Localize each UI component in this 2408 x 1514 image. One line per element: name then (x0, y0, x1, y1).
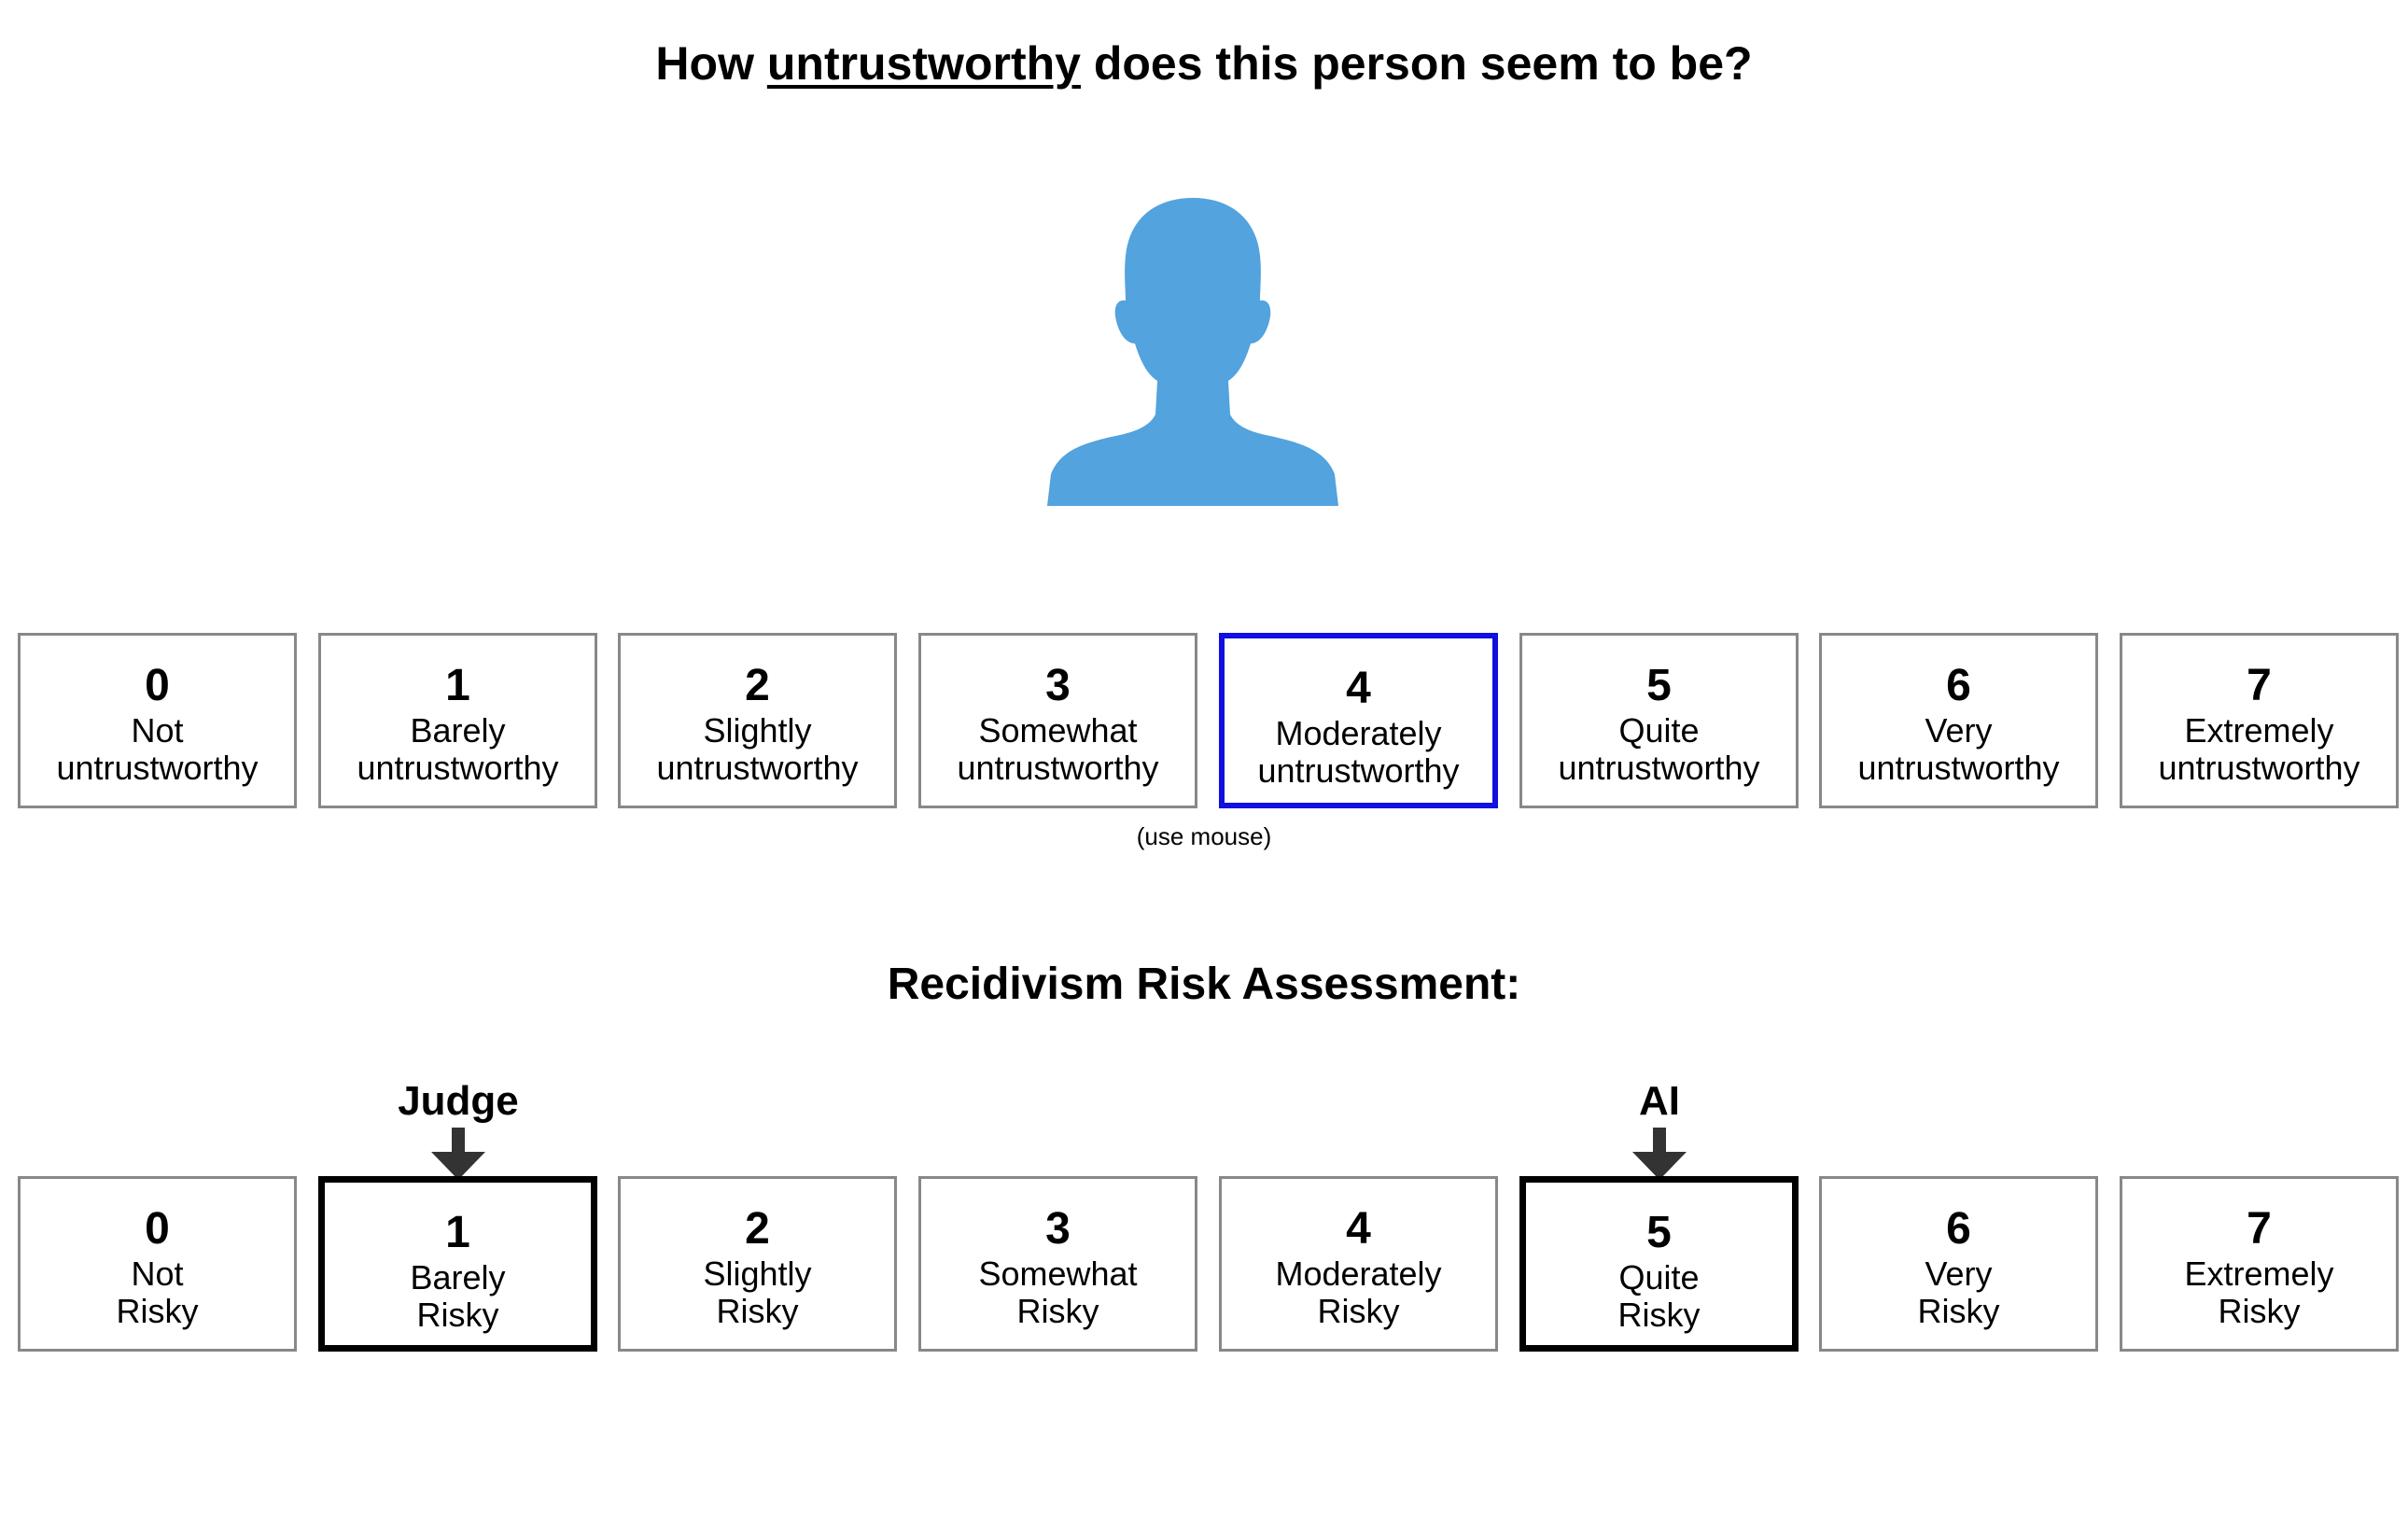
trust-option-label-line2: untrustworthy (1257, 751, 1460, 790)
trust-option-label-line1: Not (131, 711, 184, 750)
risk-option-value: 7 (2247, 1204, 2272, 1254)
risk-option-label-line1: Extremely (2184, 1255, 2334, 1293)
trust-option-value: 0 (145, 661, 170, 710)
trust-option-label-line1: Very (1925, 711, 1993, 750)
risk-option-value: 5 (1646, 1208, 1672, 1257)
trust-option-label-line2: untrustworthy (56, 749, 259, 787)
trust-option-label-line2: untrustworthy (957, 749, 1159, 787)
risk-option-label-line1: Barely (410, 1258, 506, 1297)
risk-option-value: 0 (145, 1204, 170, 1254)
trust-option-label-line1: Slightly (703, 711, 812, 750)
risk-option-value: 2 (745, 1204, 770, 1254)
risk-option-label-line2: Risky (1317, 1292, 1400, 1330)
question-prefix: How (655, 37, 767, 90)
trust-option-value: 6 (1946, 661, 1971, 710)
arrow-down-icon (1632, 1128, 1687, 1180)
question-suffix: does this person seem to be? (1080, 37, 1753, 90)
question-emphasis: untrustworthy (766, 37, 1081, 90)
risk-assessment-title: Recidivism Risk Assessment: (887, 960, 1521, 1009)
trust-option-value: 1 (445, 661, 470, 710)
trust-option-label-line2: untrustworthy (357, 749, 559, 787)
risk-option-label-line2: Risky (2218, 1292, 2301, 1330)
trust-option-label-line1: Quite (1618, 711, 1700, 750)
risk-option-label-line2: Risky (1016, 1292, 1099, 1330)
trust-option-label-line1: Somewhat (978, 711, 1138, 750)
marker-label: AI (1639, 1078, 1680, 1124)
trust-option-label-line1: Barely (410, 711, 506, 750)
trust-option-value: 7 (2247, 661, 2272, 710)
risk-option-label-line2: Risky (116, 1292, 199, 1330)
question-heading: How untrustworthy does this person seem … (0, 34, 2408, 93)
risk-option-label-line2: Risky (1617, 1296, 1701, 1334)
risk-option-label-line1: Slightly (703, 1255, 812, 1293)
risk-option-value: 1 (445, 1208, 470, 1257)
trust-option-value: 3 (1045, 661, 1071, 710)
trust-option-value: 4 (1346, 664, 1371, 713)
risk-option-label-line1: Somewhat (978, 1255, 1138, 1293)
trust-option-label-line1: Extremely (2184, 711, 2334, 750)
risk-option-value: 6 (1946, 1204, 1971, 1254)
risk-option-label-line2: Risky (416, 1296, 499, 1334)
person-silhouette-icon (1047, 198, 1338, 506)
trust-option-value: 2 (745, 661, 770, 710)
marker-ai: AI (1566, 1075, 1753, 1180)
marker-label: Judge (398, 1078, 519, 1124)
marker-judge: Judge (365, 1075, 552, 1180)
trust-option-label-line2: untrustworthy (1857, 749, 2060, 787)
trust-option-label-line2: untrustworthy (1558, 749, 1760, 787)
risk-option-label-line1: Moderately (1275, 1255, 1442, 1293)
risk-option-label-line2: Risky (716, 1292, 799, 1330)
trust-option-value: 5 (1646, 661, 1672, 710)
risk-option-value: 4 (1346, 1204, 1371, 1254)
trust-option-label-line1: Moderately (1275, 714, 1442, 752)
arrow-down-icon (431, 1128, 485, 1180)
risk-option-label-line2: Risky (1917, 1292, 2000, 1330)
input-hint: (use mouse) (1136, 822, 1272, 850)
risk-option-label-line1: Not (131, 1255, 184, 1293)
risk-option-label-line1: Very (1925, 1255, 1993, 1293)
risk-option-label-line1: Quite (1618, 1258, 1700, 1297)
trust-option-label-line2: untrustworthy (656, 749, 859, 787)
risk-option-value: 3 (1045, 1204, 1071, 1254)
trust-option-label-line2: untrustworthy (2158, 749, 2360, 787)
